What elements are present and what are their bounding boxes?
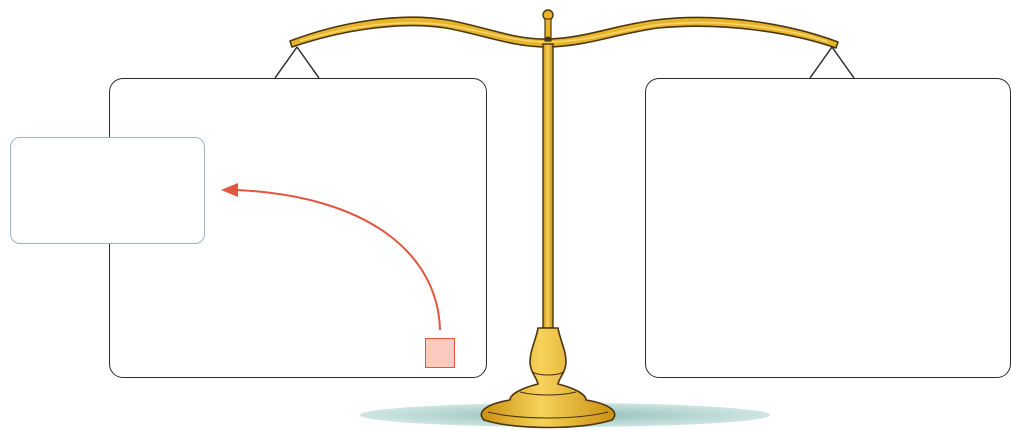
arrowhead xyxy=(221,183,238,197)
scale-base xyxy=(481,328,614,428)
draggable-token[interactable] xyxy=(425,338,455,368)
drag-path-arrow xyxy=(236,190,440,330)
drop-target-box[interactable] xyxy=(10,137,205,244)
scale-pillar xyxy=(543,44,553,328)
